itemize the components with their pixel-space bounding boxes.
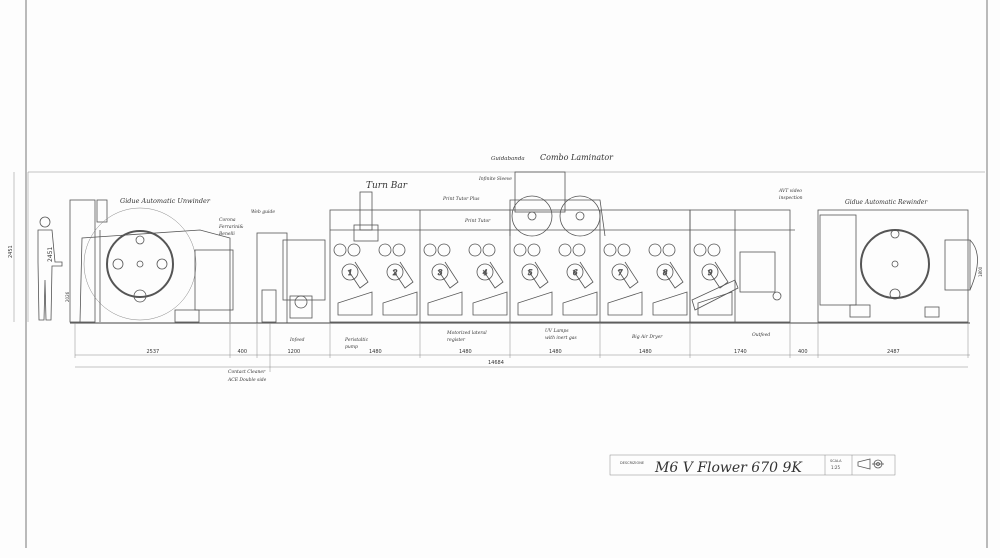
title-block-label: DESCRIZIONE: [620, 461, 644, 465]
print-unit-number: 1: [348, 269, 352, 277]
print-unit-frames: [329, 171, 795, 323]
dim-right-height: 1800: [978, 266, 983, 277]
scale-label: SCALA: [830, 459, 842, 463]
print-unit-number: 7: [618, 269, 623, 277]
drawing-title: M6 V Flower 670 9K: [654, 460, 803, 476]
label-guidabanda: Guidabanda: [491, 156, 525, 162]
label-rewinder: Gidue Automatic Rewinder: [845, 199, 928, 206]
label-motorized-register: register: [447, 337, 466, 343]
label-turn-bar: Turn Bar: [366, 181, 408, 191]
label-motorized-register: Motorized lateral: [446, 330, 487, 336]
label-outfeed: Outfeed: [752, 332, 770, 338]
title-block: DESCRIZIONE M6 V Flower 670 9K SCALA 1:2…: [609, 454, 896, 476]
print-unit: 2: [378, 243, 418, 316]
projection-symbol-icon: [857, 458, 884, 470]
dim-segment: 1480: [459, 349, 472, 355]
label-contact-cleaner: ACE Double side: [227, 377, 267, 383]
label-peristaltic: Peristaltic: [344, 337, 369, 343]
label-corona: Corona: [219, 217, 236, 223]
print-units: 1 2 3 4 5 6 7 8 9: [333, 243, 733, 316]
print-unit: 7: [603, 243, 643, 316]
human-figure-icon: [37, 216, 63, 321]
label-corona: Ferrarini&: [218, 224, 243, 230]
dim-height-inner: 2451: [47, 247, 54, 262]
label-print-tutor-plus: Print Tutor Plus: [442, 196, 480, 202]
print-unit: 5: [513, 243, 553, 316]
label-contact-cleaner: Contact Cleaner: [228, 369, 266, 375]
print-unit: 6: [558, 243, 598, 316]
label-infeed: Infeed: [289, 337, 305, 343]
print-unit-number: 8: [663, 269, 668, 277]
label-peristaltic: pump: [345, 345, 358, 350]
print-unit-number: 6: [573, 269, 578, 277]
label-uv-lamps: UV Lamps: [545, 328, 569, 334]
print-unit-number: 3: [438, 269, 443, 277]
label-uv-lamps: with inert gas: [545, 335, 577, 341]
print-unit: 1: [333, 243, 373, 316]
label-corona: Benelli: [218, 231, 235, 237]
label-combo-laminator: Combo Laminator: [540, 153, 614, 162]
dim-segment: 1480: [369, 349, 382, 355]
label-avt: inspection: [779, 195, 803, 201]
infeed-drawing: [256, 232, 326, 324]
print-unit-number: 4: [482, 269, 487, 277]
dim-segment: 1480: [639, 349, 652, 355]
dim-total: 14684: [488, 360, 504, 366]
label-print-tutor: Print Tutor: [464, 218, 491, 224]
print-unit-number: 5: [528, 269, 533, 277]
print-unit: 8: [648, 243, 688, 316]
label-big-air-dryer: Big Air Dryer: [631, 334, 663, 340]
print-unit: 9: [693, 243, 733, 316]
dim-segment: 1200: [288, 349, 301, 355]
unwinder-drawing: [69, 199, 234, 323]
dim-segment: 400: [798, 349, 808, 355]
rewinder-drawing: [817, 209, 978, 323]
print-unit-number: 9: [708, 269, 713, 277]
label-infinite-sleeve: Infinite Sleeve: [478, 176, 512, 182]
dim-segment: 2487: [887, 349, 900, 355]
dim-segment: 1480: [549, 349, 562, 355]
print-unit: 4: [468, 243, 508, 316]
dim-height-low: 2026: [65, 291, 70, 302]
dim-height-total: 2451: [8, 245, 14, 258]
dim-segment: 400: [238, 349, 248, 355]
label-avt: AVT video: [778, 188, 802, 194]
scale-value: 1:25: [831, 465, 840, 470]
dim-segment: 1740: [734, 349, 747, 355]
label-unwinder: Gidue Automatic Unwinder: [120, 197, 211, 205]
print-unit-number: 2: [392, 269, 398, 277]
print-unit: 3: [423, 243, 463, 316]
label-web-guide: Web guide: [251, 209, 275, 215]
dim-segment: 2537: [147, 349, 160, 355]
